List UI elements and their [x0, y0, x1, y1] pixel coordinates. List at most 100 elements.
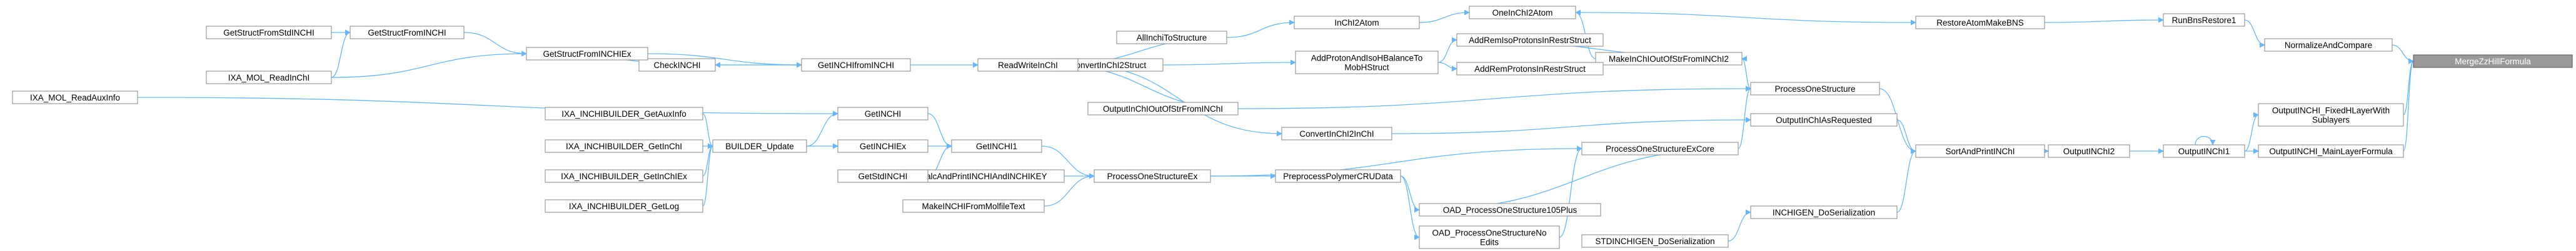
node-label: RunBnsRestore1 — [2172, 16, 2236, 25]
node-addremiso[interactable]: AddRemIsoProtonsInRestrStruct — [1456, 33, 1604, 47]
edge-builderupdate-to-getinchi — [806, 111, 838, 147]
node-label: OutputINCHI_FixedHLayerWith — [2272, 106, 2390, 116]
node-addremprot[interactable]: AddRemProtonsInRestrStruct — [1456, 62, 1604, 76]
edge-stdinchigen-to-inchigen — [1728, 209, 1751, 242]
node-getstructfrominchi[interactable]: GetStructFromINCHI — [350, 26, 465, 39]
node-getstructfromstd[interactable]: GetStructFromStdINCHI — [206, 26, 332, 39]
node-box — [2258, 103, 2404, 127]
node-box — [545, 199, 703, 213]
node-label: IXA_INCHIBUILDER_GetInChIEx — [561, 172, 687, 181]
node-label: GetINCHI1 — [976, 142, 1017, 151]
node-label: CalcAndPrintINCHIAndINCHIKEY — [920, 172, 1047, 181]
node-makeinchiout[interactable]: MakeInChIOutOfStrFromINChI2 — [1595, 52, 1743, 66]
node-box — [902, 199, 1045, 213]
node-runbns[interactable]: RunBnsRestore1 — [2163, 13, 2245, 27]
node-processoneex[interactable]: ProcessOneStructureExCore — [1581, 142, 1739, 155]
edge-ixamolreadauxinfo-to-getinchi — [137, 97, 838, 117]
node-box — [2048, 144, 2130, 158]
node-convertinchi2struct[interactable]: ConvertInChI2Struct — [1052, 58, 1164, 72]
node-label: ConvertInChI2InChI — [1299, 129, 1374, 139]
node-label: MakeINCHIFromMolfileText — [922, 202, 1025, 211]
node-oneinchi2atom[interactable]: OneInChI2Atom — [1469, 6, 1576, 19]
node-ixabuildergetinchiex[interactable]: IXA_INCHIBUILDER_GetInChIEx — [545, 169, 703, 183]
edge-processone-to-makeinchiout — [1741, 56, 1751, 89]
node-label: GetINCHI — [865, 109, 902, 119]
node-getinchi[interactable]: GetINCHI — [837, 107, 928, 121]
node-calcandprint[interactable]: CalcAndPrintINCHIAndINCHIKEY — [902, 169, 1065, 183]
node-readwriteinchi[interactable]: ReadWriteInChI — [977, 58, 1079, 72]
node-label: AddRemIsoProtonsInRestrStruct — [1469, 36, 1591, 45]
node-inchigen[interactable]: INCHIGEN_DoSerialization — [1750, 205, 1898, 219]
node-allinchitostr[interactable]: AllInchiToStructure — [1116, 31, 1227, 44]
node-inchi2atom[interactable]: InChI2Atom — [1294, 16, 1420, 29]
node-makeinchifrommol[interactable]: MakeINCHIFromMolfileText — [902, 199, 1045, 213]
node-box — [1750, 113, 1898, 127]
node-box — [837, 139, 928, 153]
node-box — [1094, 169, 1211, 183]
node-box — [545, 107, 703, 121]
node-outputinchi1[interactable]: OutputINChI1 — [2163, 144, 2245, 158]
node-getinchi1[interactable]: GetINCHI1 — [951, 139, 1042, 153]
node-outputinchioutof[interactable]: OutputInChIOutOfStrFromINChI — [1087, 102, 1239, 116]
node-label: GetStdINCHI — [858, 172, 908, 181]
edge-inchi2atom-to-oneinchi2atom — [1419, 9, 1470, 23]
node-label: MakeInChIOutOfStrFromINChI2 — [1609, 54, 1729, 64]
node-box — [206, 26, 332, 39]
node-label: RestoreAtomMakeBNS — [1936, 18, 2024, 27]
node-normalize[interactable]: NormalizeAndCompare — [2264, 38, 2393, 52]
node-getstdinchi[interactable]: GetStdINCHI — [837, 169, 928, 183]
node-label: STDINCHIGEN_DoSerialization — [1595, 237, 1714, 246]
node-ixabuildergetinchi[interactable]: IXA_INCHIBUILDER_GetInChI — [545, 139, 703, 153]
node-box — [1581, 142, 1739, 155]
node-preprocess[interactable]: PreprocessPolymerCRUData — [1275, 169, 1401, 183]
node-ixamolreadinchi[interactable]: IXA_MOL_ReadInChI — [206, 71, 332, 84]
node-oad105[interactable]: OAD_ProcessOneStructure105Plus — [1419, 203, 1601, 217]
node-label: PreprocessPolymerCRUData — [1283, 172, 1393, 181]
node-ixabuildergetlog[interactable]: IXA_INCHIBUILDER_GetLog — [545, 199, 703, 213]
node-box — [1087, 102, 1239, 116]
node-label: GetINCHIEx — [860, 142, 907, 151]
node-mainlayer[interactable]: OutputINCHI_MainLayerFormula — [2258, 144, 2404, 158]
node-restoreatom[interactable]: RestoreAtomMakeBNS — [1915, 16, 2045, 29]
edge-ixabuildergetauxinfo-to-builderupdate — [702, 113, 713, 149]
node-processonestructex[interactable]: ProcessOneStructureEx — [1094, 169, 1211, 183]
node-getinchiex[interactable]: GetINCHIEx — [837, 139, 928, 153]
edge-outputinchi1-to-outputinchi1 — [2195, 135, 2216, 145]
node-stdinchigen[interactable]: STDINCHIGEN_DoSerialization — [1581, 234, 1729, 248]
node-getinchifrominchi[interactable]: GetINCHIfromINCHI — [801, 58, 911, 72]
node-ixabuildergetauxinfo[interactable]: IXA_INCHIBUILDER_GetAuxInfo — [545, 107, 703, 121]
node-convertinchi2inchi[interactable]: ConvertInChI2InChI — [1281, 127, 1392, 140]
node-label: IXA_INCHIBUILDER_GetInChI — [566, 142, 682, 151]
node-checkinchi[interactable]: CheckINCHI — [638, 58, 716, 72]
node-label: IXA_MOL_ReadInChI — [228, 73, 310, 82]
edge-ixamolreadinchi-to-getstructfrominchi — [331, 29, 351, 78]
node-builderupdate[interactable]: BUILDER_Update — [712, 139, 807, 153]
node-label: AddRemProtonsInRestrStruct — [1474, 64, 1586, 74]
edge-addprotons-to-addremprot — [1437, 62, 1457, 72]
node-box — [1116, 31, 1227, 44]
edge-getstructfrominchiex-to-getinchifrominchi — [647, 53, 802, 68]
node-box — [1294, 16, 1420, 29]
node-root[interactable]: MergeZzHillFormula — [2413, 54, 2573, 68]
node-outputinchi2[interactable]: OutputINChI2 — [2048, 144, 2130, 158]
edge-outputinchioutof-to-processone — [1237, 86, 1751, 109]
node-ixamolreadauxinfo[interactable]: IXA_MOL_ReadAuxInfo — [12, 91, 138, 104]
node-label: ConvertInChI2Struct — [1070, 61, 1147, 70]
node-box — [1595, 52, 1743, 66]
node-box — [638, 58, 716, 72]
node-label: AddProtonAndIsoHBalanceTo — [1311, 54, 1423, 63]
edge-preprocess-to-oad105 — [1400, 175, 1420, 213]
graph-nodes: MergeZzHillFormulaOutputINCHI_FixedHLaye… — [12, 6, 2573, 249]
node-box — [2413, 54, 2573, 68]
node-outputrequested[interactable]: OutputInChIAsRequested — [1750, 113, 1898, 127]
node-box — [206, 71, 332, 84]
node-sortandprint[interactable]: SortAndPrintINChI — [1915, 144, 2045, 158]
node-label: OneInChI2Atom — [1492, 8, 1553, 17]
edge-oad105-to-processoneex — [1419, 145, 1739, 210]
node-getstructfrominchiex[interactable]: GetStructFromINCHIEx — [526, 47, 648, 61]
node-processone[interactable]: ProcessOneStructure — [1750, 82, 1880, 96]
edge-convertinchi2inchi-to-outputrequested — [1391, 117, 1751, 134]
